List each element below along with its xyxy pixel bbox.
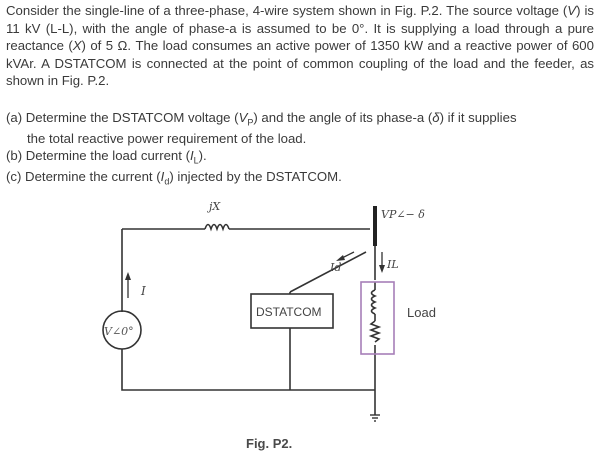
question-parts: (a) Determine the DSTATCOM voltage (VP) … (6, 110, 594, 190)
ground-return-wire (121, 349, 375, 391)
source-voltage-label: V∠0° (104, 325, 134, 338)
dstatcom-label: DSTATCOM (256, 305, 322, 319)
dstatcom-current-label: Id (329, 261, 341, 274)
part-b: (b) Determine the load current (IL). (6, 147, 207, 166)
load-box (360, 281, 395, 355)
symbol-v: V (567, 3, 577, 18)
part-c: (c) Determine the current (Id) injected … (6, 168, 342, 187)
problem-text-2: ) is 11 kV (L-L), with the angle of phas… (6, 3, 594, 53)
problem-text-1: Consider the single-line of a three-phas… (6, 3, 568, 18)
part-a: (a) Determine the DSTATCOM voltage (VP) … (6, 110, 594, 148)
dstatcom-diagonal-wire (289, 251, 367, 293)
dstatcom-box (250, 293, 334, 329)
reactance-coil (204, 223, 230, 232)
problem-statement: Consider the single-line of a three-phas… (6, 2, 594, 90)
load-resistor (368, 320, 382, 343)
bus-voltage-label: VP∠− δ (381, 208, 425, 221)
source-current-label: I (140, 284, 146, 298)
reactance-label: jX (206, 200, 221, 213)
load-inductor (370, 289, 378, 315)
problem-text-3: ) of 5 Ω. The load consumes an active po… (6, 38, 594, 88)
load-current-label: IL (386, 258, 399, 271)
figure-caption: Fig. P2. (246, 436, 293, 451)
load-label: Load (407, 305, 436, 320)
symbol-x: X (72, 38, 82, 53)
part-a-continuation: the total reactive power requirement of … (27, 131, 307, 147)
ground-icon (370, 414, 380, 422)
